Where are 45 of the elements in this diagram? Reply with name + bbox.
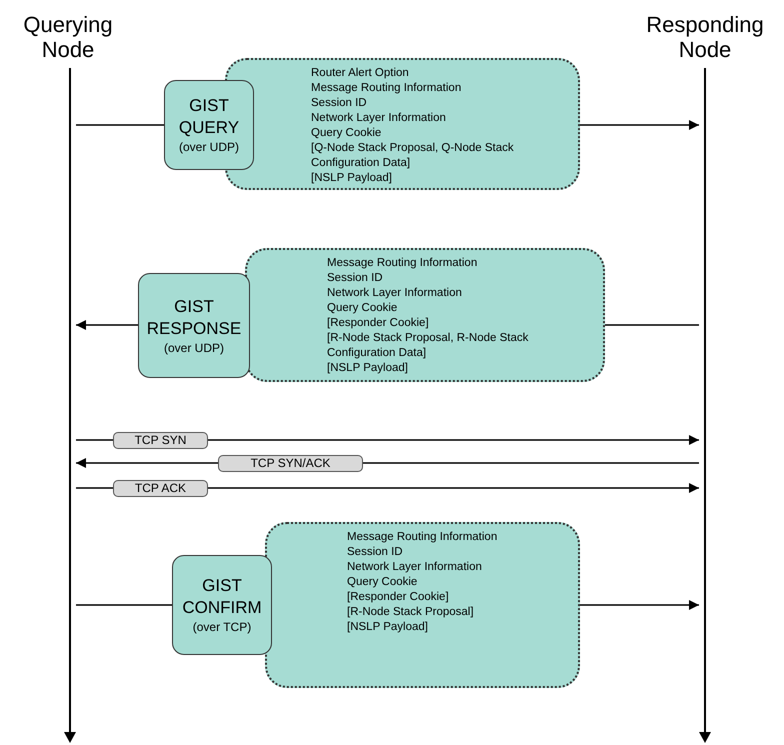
field-text: [NSLP Payload] <box>327 361 409 376</box>
field-text: Query Cookie <box>311 126 382 141</box>
message-content-box <box>265 522 580 688</box>
message-name-box <box>164 80 254 170</box>
message-name: GIST RESPONSE <box>146 296 242 340</box>
field-text: [NSLP Payload] <box>311 171 393 186</box>
message-arrow <box>208 483 699 493</box>
field-text: Network Layer Information <box>347 560 483 575</box>
message-content-box <box>245 248 605 382</box>
field-text: Query Cookie <box>327 301 398 316</box>
field-text: [NSLP Payload] <box>347 620 429 635</box>
field-text: Session ID <box>327 271 384 286</box>
field-text: [R-Node Stack Proposal, R-Node Stack Configuration Data] <box>327 331 530 361</box>
field-text: [R-Node Stack Proposal] <box>347 605 475 620</box>
message-arrow <box>208 435 699 445</box>
message-arrow <box>76 320 138 330</box>
lifeline-label: Querying Node <box>8 12 128 64</box>
field-text: Session ID <box>311 96 368 111</box>
message-arrow <box>76 458 218 468</box>
message-name-box <box>172 555 272 655</box>
field-text: Message Routing Information <box>311 81 462 96</box>
transport-note: (over UDP) <box>178 139 240 155</box>
field-text: Message Routing Information <box>347 530 498 545</box>
field-text: Message Routing Information <box>327 256 478 271</box>
lifeline-label: Responding Node <box>640 12 770 64</box>
field-text: Session ID <box>347 545 404 560</box>
message-name-box <box>138 273 250 378</box>
message-arrow <box>580 120 699 130</box>
field-text: [Q-Node Stack Proposal, Q-Node Stack Configuration Data] <box>311 141 515 171</box>
field-text: [Responder Cookie] <box>327 316 430 331</box>
transport-note: (over TCP) <box>192 619 252 635</box>
transport-note: (over UDP) <box>162 340 225 356</box>
field-text: [Responder Cookie] <box>347 590 450 605</box>
message-name: GIST QUERY <box>178 95 240 139</box>
message-label-box: TCP SYN/ACK <box>218 455 363 472</box>
field-text: Router Alert Option <box>311 66 410 81</box>
message-label-box: TCP SYN <box>113 432 208 449</box>
message-name: GIST CONFIRM <box>181 575 263 619</box>
lifeline-arrow <box>699 68 711 743</box>
lifeline-arrow <box>64 68 76 743</box>
field-text: Query Cookie <box>347 575 418 590</box>
message-arrow <box>580 600 699 610</box>
field-text: Network Layer Information <box>311 111 447 126</box>
message-label-box: TCP ACK <box>113 480 208 497</box>
field-text: Network Layer Information <box>327 286 463 301</box>
